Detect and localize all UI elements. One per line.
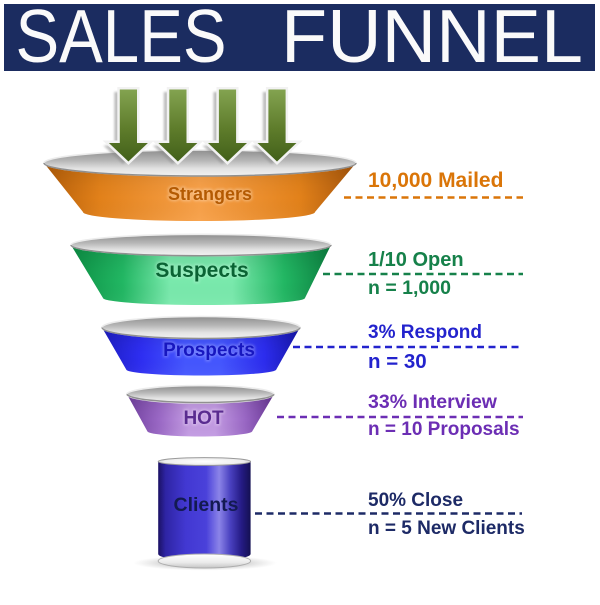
svg-text:HOT: HOT: [183, 408, 224, 429]
svg-text:Prospects: Prospects: [163, 340, 255, 361]
svg-text:Strangers: Strangers: [168, 184, 252, 204]
svg-text:n = 10 Proposals: n = 10 Proposals: [368, 419, 520, 440]
svg-text:n = 1,000: n = 1,000: [368, 277, 451, 299]
svg-text:FUNNEL: FUNNEL: [281, 0, 583, 78]
svg-text:Strangers: Strangers: [168, 184, 252, 204]
svg-text:Clients: Clients: [173, 494, 238, 516]
svg-text:Suspects: Suspects: [155, 259, 248, 282]
svg-text:Prospects: Prospects: [163, 340, 255, 361]
svg-text:3% Respond: 3% Respond: [368, 322, 482, 343]
svg-text:SALES: SALES: [16, 0, 227, 78]
svg-text:33% Interview: 33% Interview: [368, 391, 498, 413]
svg-text:Suspects: Suspects: [155, 259, 248, 282]
svg-text:HOT: HOT: [183, 408, 224, 429]
svg-text:10,000 Mailed: 10,000 Mailed: [368, 169, 503, 192]
svg-text:50% Close: 50% Close: [368, 490, 463, 511]
svg-text:1/10 Open: 1/10 Open: [368, 249, 464, 271]
svg-text:n = 5 New Clients: n = 5 New Clients: [368, 518, 525, 539]
svg-text:n = 30: n = 30: [368, 350, 427, 373]
